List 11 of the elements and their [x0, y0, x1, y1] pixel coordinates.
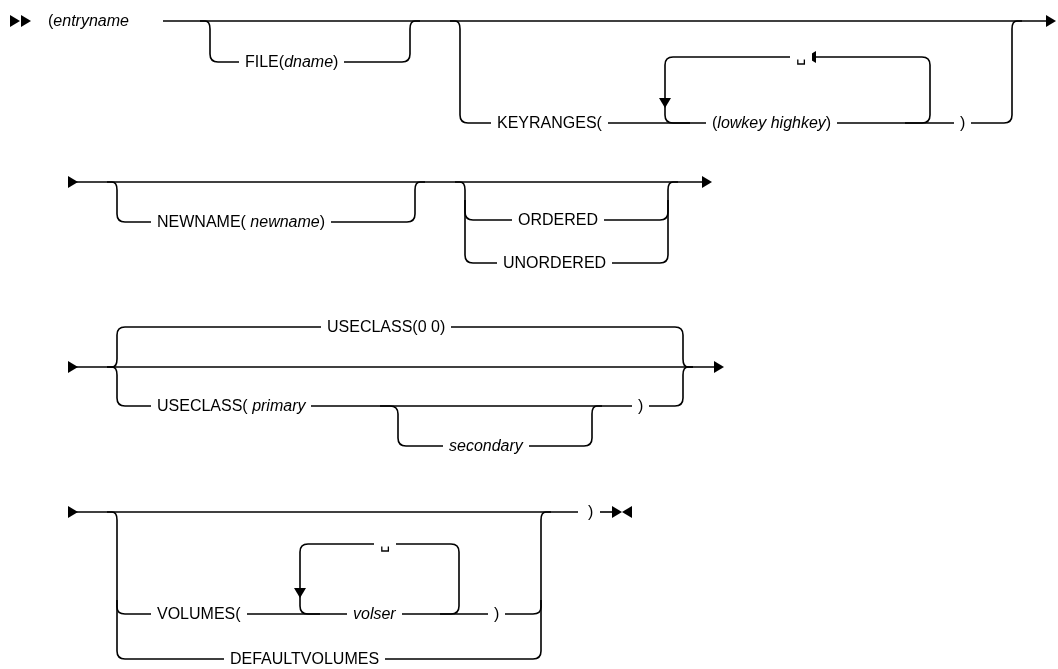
parenthesis-label: ) [632, 397, 650, 415]
keyword-label: USECLASS( primary [151, 397, 312, 415]
keyword-label: NEWNAME( newname) [151, 213, 332, 231]
parenthesis-label: ) [954, 114, 972, 132]
keyword-label: VOLUMES( [151, 605, 247, 623]
parenthesis-label: ) [488, 605, 506, 623]
keyword-label: KEYRANGES( [491, 114, 608, 132]
keyword-label: USECLASS(0 0) [321, 318, 452, 336]
variable-label: (lowkey highkey) [706, 114, 838, 132]
variable-label: secondary [443, 437, 529, 455]
keyword-label: FILE(dname) [239, 53, 345, 71]
